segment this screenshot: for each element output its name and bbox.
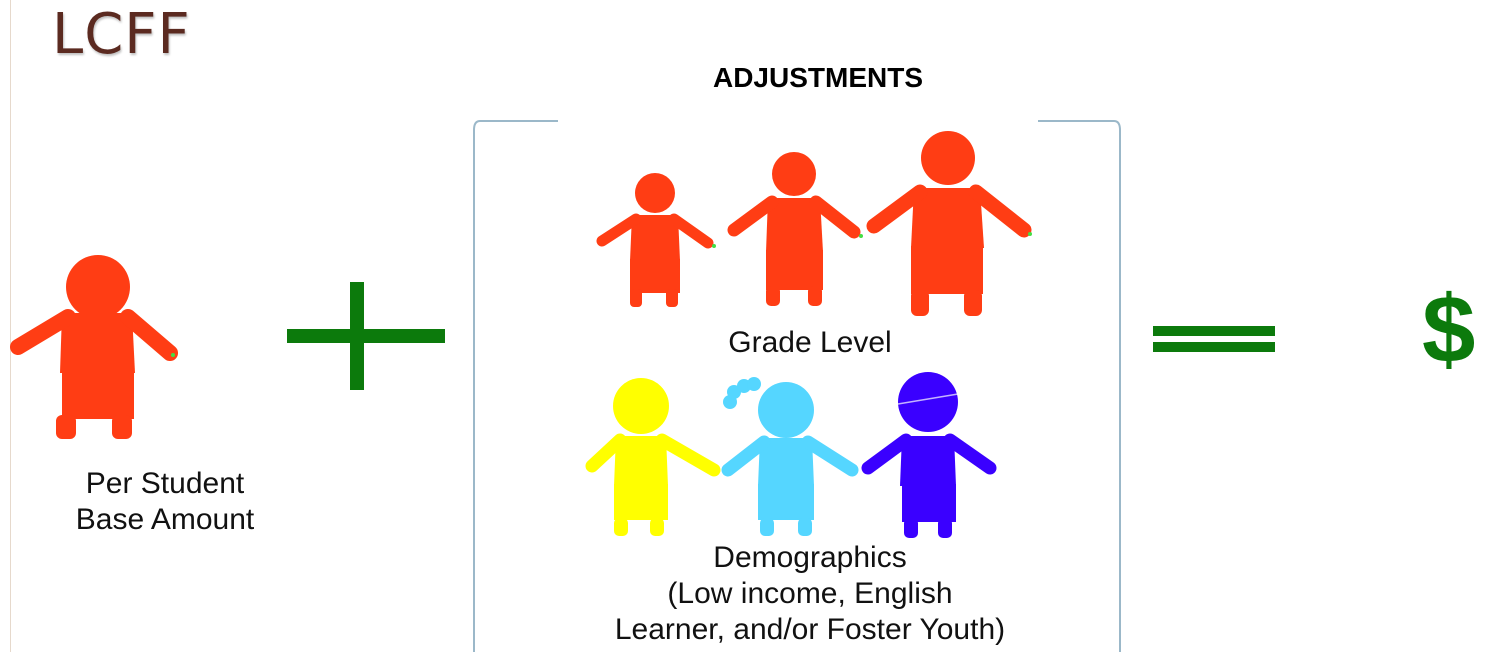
medium-child-icon [727, 152, 863, 306]
dollar-sign: $ [1422, 276, 1476, 383]
large-child-icon [866, 131, 1032, 316]
yellow-child-icon [585, 378, 721, 536]
base-amount-label: Per Student Base Amount [75, 467, 255, 536]
adjustments-heading: ADJUSTMENTS [712, 62, 923, 93]
small-child-icon [596, 173, 716, 307]
equals-icon-bar [1153, 342, 1275, 352]
grade-level-label: Grade Level [728, 326, 892, 359]
left-border-rule [10, 0, 11, 652]
plus-icon-bar [287, 329, 445, 343]
demographics-label: Demographics (Low income, English Learne… [614, 541, 1006, 646]
boy-child-icon [861, 372, 997, 538]
person-icon [10, 255, 178, 439]
girl-child-icon [721, 377, 859, 536]
page-title: LCFF [52, 2, 191, 67]
equals-icon [1153, 326, 1275, 336]
